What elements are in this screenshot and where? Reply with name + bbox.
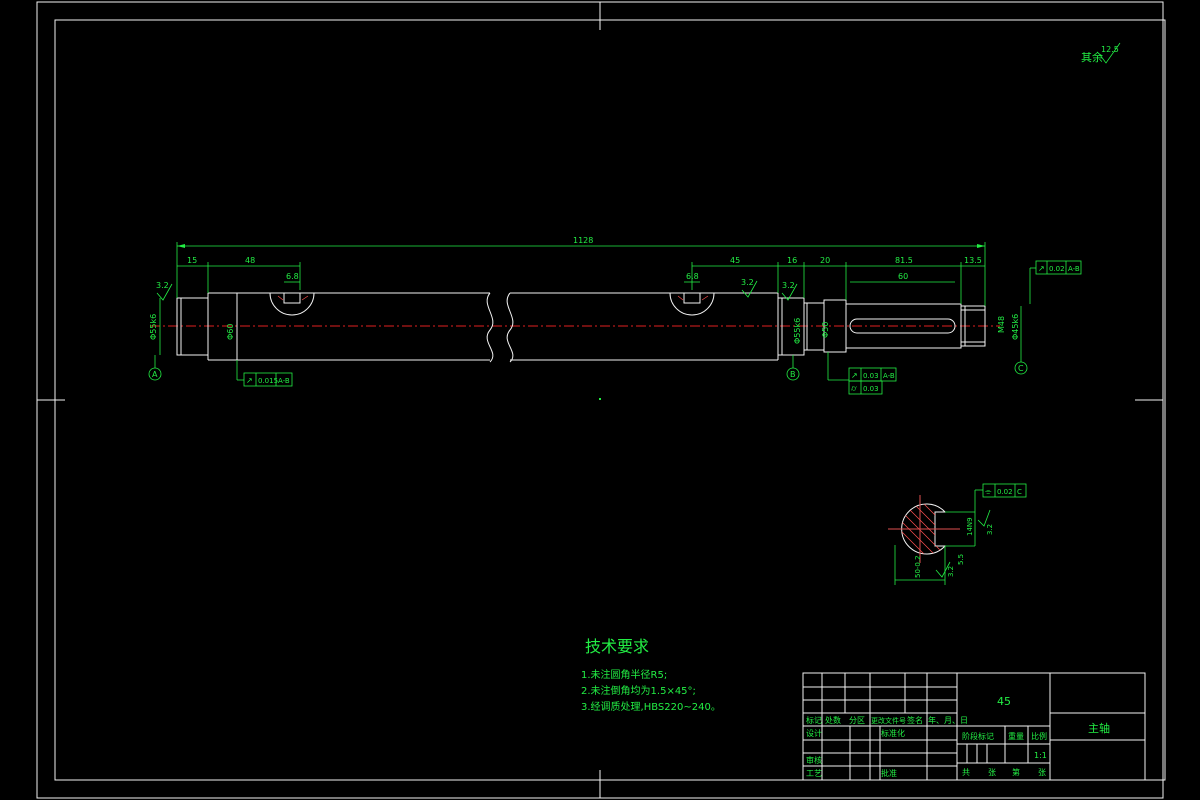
sec-depth: 5.5 [957,554,965,565]
datum-a: A [152,370,158,379]
tol-left-datum: A-B [278,377,290,385]
tb-approve: 批准 [881,768,897,778]
dia-thread: M48 [997,316,1006,333]
datum-markers: A B C [148,346,1028,381]
tb-scale-value: 1:1 [1034,751,1047,760]
tolerance-frames: ↗ 0.015 A-B ↗ 0.02 A-B ↗ 0.03 A-B ⌭ 0.03 [236,260,1082,395]
roughness-left: 3.2 [156,281,169,290]
sec-bottom: 50-0.2 [914,555,922,578]
sec-roughness-a: 3.2 [986,524,994,535]
datum-c: C [1018,364,1024,373]
sec-width: 14N9 [966,517,974,536]
tb-process: 工艺 [806,769,822,778]
tol-mid-value: 0.03 [863,372,879,380]
dia-main: Φ60 [226,324,235,340]
dim-keyway-right: 6.8 [686,272,699,281]
tb-design: 设计 [806,728,822,738]
tol-cyl-value: 0.03 [863,385,879,393]
tol-cyl-symbol: ⌭ [851,384,857,393]
tb-sheet-no-unit: 张 [1038,768,1046,777]
dim-keyway-left: 6.8 [286,272,299,281]
tb-h-zone: 分区 [849,716,865,725]
sec-tol-symbol: ⌯ [985,487,992,496]
tb-part-name: 主轴 [1088,721,1110,735]
dia-left-end: Φ55k6 [149,314,158,340]
dia-shaft-end: Φ50 [821,322,830,338]
dim-13: 13.5 [964,256,982,265]
tb-sheet-no: 第 [1012,767,1020,777]
dia-end: Φ45k6 [1011,314,1020,340]
datum-b: B [790,370,796,379]
tech-item-2: 2.未注倒角均为1.5×45°; [581,684,696,697]
tb-h-date: 年、月、日 [928,715,968,725]
tb-standard: 标准化 [881,728,905,738]
tb-stage: 阶段标记 [962,731,994,741]
tb-h-doc: 更改文件号 [871,716,906,725]
sec-tol-value: 0.02 [997,488,1013,496]
dim-48: 48 [245,256,255,265]
technical-requirements: 技术要求 1.未注圆角半径R5; 2.未注倒角均为1.5×45°; 3.经调质处… [581,637,721,713]
tb-material: 45 [997,695,1011,708]
dim-15: 15 [187,256,197,265]
tb-review: 审核 [806,755,822,765]
tb-scale: 比例 [1031,731,1047,741]
default-roughness-label: 其余 [1081,50,1103,64]
tb-h-count: 处数 [825,715,841,725]
sec-roughness-b: 3.2 [947,566,955,577]
dimension-lines: 1128 15 48 45 16 20 81.5 13.5 60 6.8 6.8… [149,236,1022,355]
dim-overall: 1128 [573,236,593,245]
tech-title: 技术要求 [585,637,649,656]
dim-81: 81.5 [895,256,913,265]
tol-left-symbol: ↗ [246,376,253,385]
tol-right-symbol: ↗ [1038,264,1045,273]
default-roughness: 其余 12.5 [1081,42,1121,64]
sheet-border [36,1,1166,799]
tol-right-value: 0.02 [1049,265,1065,273]
default-roughness-value: 12.5 [1101,45,1119,54]
dim-45: 45 [730,256,740,265]
tb-sheet-total-unit: 张 [988,768,996,777]
tol-mid-symbol: ↗ [851,371,858,380]
tol-right-datum: A-B [1068,265,1080,273]
shaft-main-view [150,292,1000,363]
dim-20: 20 [820,256,830,265]
tb-h-sign: 签名 [907,715,923,725]
tb-h-mark: 标记 [806,715,822,725]
tol-left-value: 0.015 [258,377,278,385]
tol-mid-datum: A-B [883,372,895,380]
tb-weight: 重量 [1008,731,1024,741]
tech-item-3: 3.经调质处理,HBS220~240。 [581,700,721,713]
title-block: 标记 处数 分区 更改文件号 签名 年、月、日 设计 标准化 审核 工艺 批准 … [802,672,1146,781]
tb-sheet-total: 共 [962,768,970,777]
section-view: ⌯ 0.02 C 14N9 3.2 50-0.2 5.5 3.2 [888,483,1027,585]
dim-60: 60 [898,272,908,281]
roughness-journal-b: 3.2 [782,281,795,290]
sec-tol-datum: C [1017,488,1022,496]
roughness-symbols: 3.2 3.2 3.2 [156,278,798,301]
dia-step: Φ55k6 [793,318,802,344]
tech-item-1: 1.未注圆角半径R5; [581,668,667,681]
roughness-middle: 3.2 [741,278,754,287]
dim-16: 16 [787,256,797,265]
